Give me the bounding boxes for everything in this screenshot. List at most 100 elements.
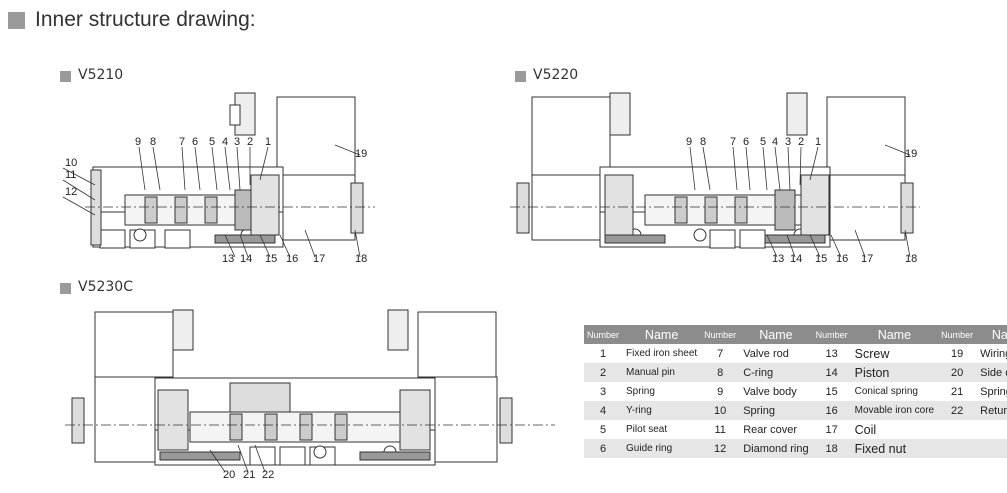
v5220-label: V5220 (533, 67, 579, 83)
callout-20: 20 (223, 469, 235, 481)
cell: 20 (938, 363, 977, 382)
header-name-4: Name (976, 325, 1007, 344)
v5210-marker (60, 71, 71, 82)
v5210-drawing: 9 8 7 6 5 4 3 2 1 19 10 11 12 13 14 15 1… (62, 92, 375, 265)
header-name-3: Name (850, 325, 939, 344)
callout-14: 14 (790, 253, 802, 265)
cell: 7 (717, 347, 724, 360)
callout-9: 9 (686, 136, 692, 148)
callout-17: 17 (313, 253, 325, 265)
cell: Wiring box (980, 347, 1007, 360)
cell: 6 (584, 439, 623, 458)
callout-3: 3 (785, 136, 791, 148)
cell: 10 (701, 401, 740, 420)
callout-1: 1 (265, 136, 271, 148)
cell: 9 (717, 385, 724, 398)
table-row: 6 Guide ring 12 Diamond ring 18 Fixed nu… (584, 439, 1007, 458)
callout-13: 13 (772, 253, 784, 265)
callout-7: 7 (730, 136, 736, 148)
cell: 4 (584, 401, 623, 420)
cell: 13 (825, 347, 838, 360)
callout-1: 1 (815, 136, 821, 148)
callout-16: 16 (836, 253, 848, 265)
callout-2: 2 (798, 136, 804, 148)
callout-10: 10 (65, 157, 77, 169)
callout-6: 6 (743, 136, 749, 148)
callout-13: 13 (222, 253, 234, 265)
v5230c-drawing: 20 21 22 (65, 309, 555, 481)
cell: Movable iron core (850, 401, 939, 420)
cell (938, 420, 976, 439)
cell: Fixed iron sheet (626, 348, 698, 359)
cell: 17 (825, 423, 838, 436)
cell: Piston (850, 363, 939, 382)
cell: 14 (812, 363, 851, 382)
cell: 5 (599, 423, 607, 436)
cell (976, 439, 1007, 458)
cell: Guide ring (622, 439, 702, 458)
table-row: 4 Y-ring 10 Spring 16 Movable iron core … (584, 401, 1007, 420)
cell: 21 (950, 385, 964, 398)
table-row: 5 Pilot seat 11 Rear cover 17 Coil (584, 420, 1007, 439)
cell: Pilot seat (626, 424, 668, 435)
cell: Manual pin (622, 363, 702, 382)
cell: Screw (854, 346, 890, 361)
callout-2: 2 (247, 136, 253, 148)
cell: 3 (599, 385, 607, 398)
cell: 11 (714, 423, 726, 436)
cell: 2 (584, 363, 623, 382)
callout-7: 7 (179, 136, 185, 148)
cell: Side cover (976, 363, 1007, 382)
title-marker (8, 12, 25, 29)
cell: 16 (812, 401, 851, 420)
header-number-1: Number (584, 325, 623, 344)
cell: Return seat (976, 401, 1007, 420)
cell: 19 (950, 347, 964, 360)
header-number-2: Number (701, 325, 740, 344)
cell: Diamond ring (739, 439, 813, 458)
callout-19: 19 (355, 148, 367, 160)
table-row: 1 Fixed iron sheet 7 Valve rod 13 Screw … (584, 344, 1007, 363)
cell: Rear cover (743, 423, 797, 436)
table-header-row: Number Name Number Name Number Name Numb… (584, 325, 1007, 344)
cell: C-ring (739, 363, 813, 382)
callout-19: 19 (905, 148, 917, 160)
cell: Coil (854, 422, 877, 437)
callout-15: 15 (265, 253, 277, 265)
callout-11: 11 (65, 169, 76, 181)
cell: 12 (701, 439, 740, 458)
header-number-4: Number (938, 325, 977, 344)
v5220-drawing: 9 8 7 6 5 4 3 2 1 19 13 14 15 16 17 18 (510, 92, 920, 265)
cell: Fixed nut (850, 439, 939, 458)
cell: Valve rod (743, 347, 789, 360)
cell: 18 (812, 439, 851, 458)
callout-15: 15 (815, 253, 827, 265)
callout-22: 22 (262, 469, 274, 481)
cell: Spring (626, 386, 655, 397)
v5230c-label: V5230C (78, 279, 133, 295)
cell: Valve body (743, 385, 797, 398)
callout-18: 18 (905, 253, 917, 265)
cell: Spring (739, 401, 813, 420)
callout-6: 6 (192, 136, 198, 148)
table-row: 2 Manual pin 8 C-ring 14 Piston 20 Side … (584, 363, 1007, 382)
parts-table: Number Name Number Name Number Name Numb… (584, 325, 1007, 458)
header-name-2: Name (739, 325, 813, 344)
cell (938, 439, 977, 458)
callout-18: 18 (355, 253, 367, 265)
v5230c-marker (60, 283, 71, 294)
callout-5: 5 (209, 136, 215, 148)
cell: Spring (980, 385, 1007, 398)
callout-8: 8 (150, 136, 156, 148)
v5220-marker (515, 71, 526, 82)
page-title: Inner structure drawing: (35, 8, 256, 31)
cell: 22 (938, 401, 977, 420)
callout-9: 9 (135, 136, 141, 148)
callout-14: 14 (240, 253, 252, 265)
cell: Y-ring (622, 401, 702, 420)
callout-3: 3 (234, 136, 240, 148)
callout-17: 17 (861, 253, 873, 265)
callout-4: 4 (222, 136, 228, 148)
callout-21: 21 (243, 469, 255, 481)
table-row: 3 Spring 9 Valve body 15 Conical spring … (584, 382, 1007, 401)
